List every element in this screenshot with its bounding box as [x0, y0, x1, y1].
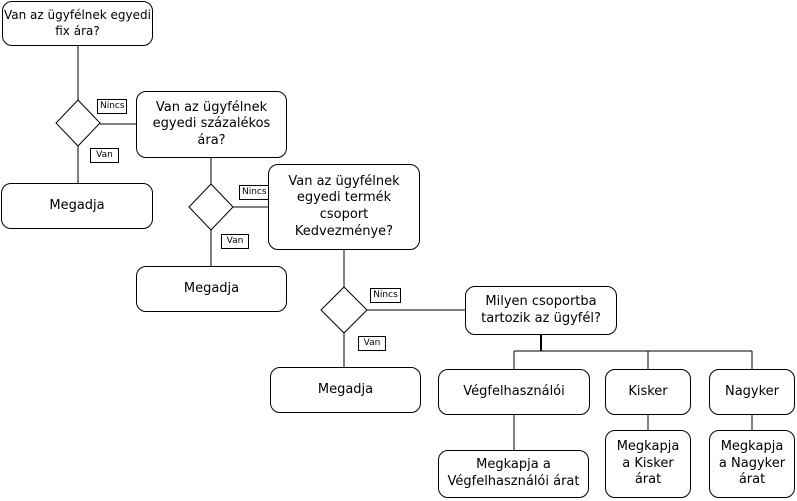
outcome-box-wholesale-price: Megkapja a Nagyker árat — [709, 430, 795, 498]
result-box-provides-3: Megadja — [270, 367, 421, 413]
group-box-wholesale: Nagyker — [709, 369, 795, 415]
question-box-fixed-price: Van az ügyfélnek egyedi fix ára? — [2, 1, 153, 46]
question-box-percentage-price: Van az ügyfélnek egyedi százalékos ára? — [136, 91, 287, 158]
outcome-box-end-user-price: Megkapja a Végfelhasználói árat — [438, 450, 589, 498]
decision-diamond-3 — [320, 286, 368, 334]
label-no-1: Nincs — [97, 99, 127, 114]
label-no-2: Nincs — [239, 185, 269, 200]
outcome-box-retail-price: Megkapja a Kisker árat — [605, 430, 691, 498]
group-box-retail: Kisker — [605, 369, 691, 415]
result-box-provides-1: Megadja — [1, 183, 153, 229]
label-yes-3: Van — [358, 336, 386, 351]
label-yes-1: Van — [90, 148, 119, 163]
question-box-group-discount: Van az ügyfélnek egyedi termék csoport K… — [268, 164, 420, 250]
decision-diamond-1 — [55, 99, 101, 147]
label-yes-2: Van — [221, 234, 249, 249]
result-box-provides-2: Megadja — [136, 266, 287, 312]
decision-diamond-2 — [188, 183, 234, 231]
group-box-end-user: Végfelhasználói — [438, 369, 590, 415]
label-no-3: Nincs — [370, 288, 401, 303]
question-box-customer-group: Milyen csoportba tartozik az ügyfél? — [465, 286, 617, 335]
